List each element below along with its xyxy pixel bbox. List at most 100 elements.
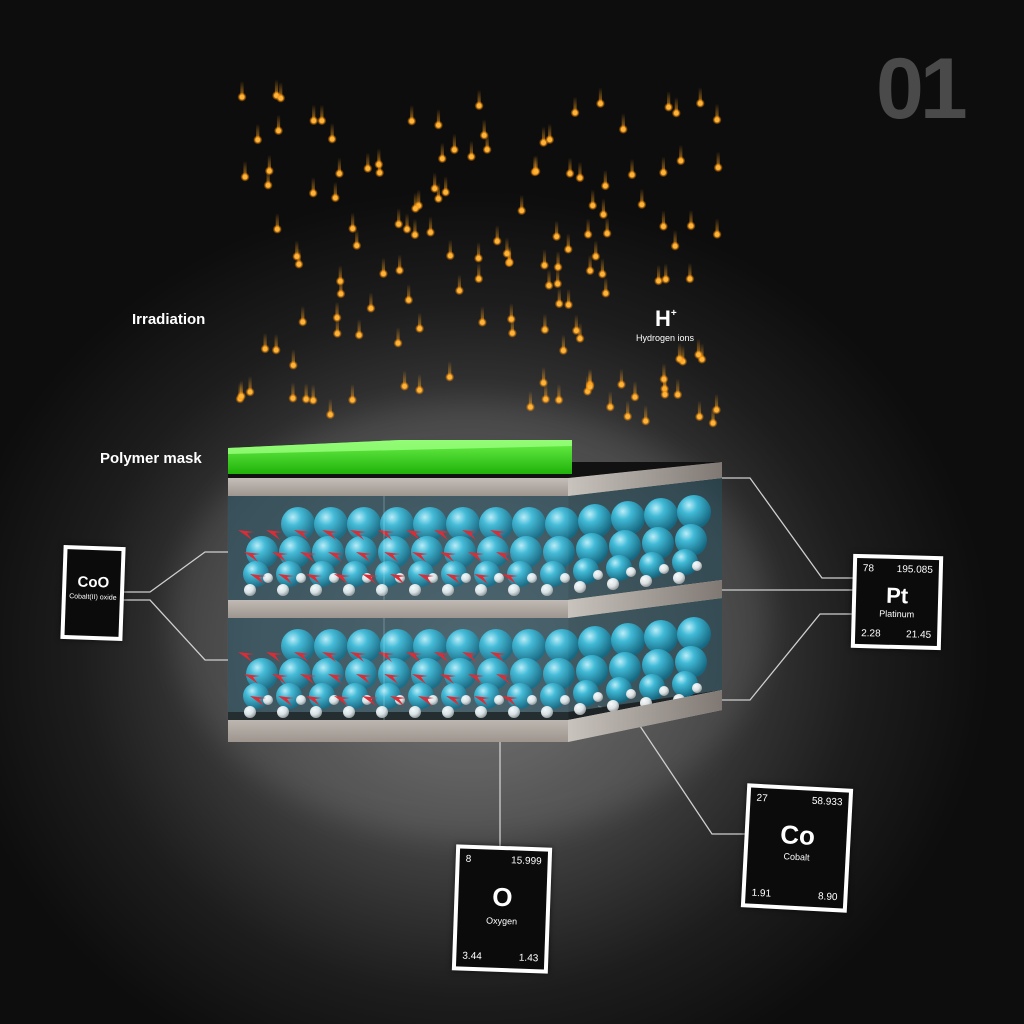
hydrogen-ion (676, 144, 686, 166)
hydrogen-ion (378, 257, 389, 279)
cobalt-atom (276, 561, 302, 587)
oxygen-atom (593, 570, 603, 580)
oxygen-atomic-mass: 15.999 (510, 855, 542, 868)
hydrogen-ion (437, 142, 447, 164)
oxygen-atom (659, 564, 669, 574)
hydrogen-ion (366, 292, 376, 313)
oxygen-atom (560, 573, 570, 583)
magnetic-moment-arrow (406, 652, 422, 662)
hydrogen-ion (671, 97, 681, 118)
oxygen-atom (692, 561, 702, 571)
magnetic-moment-arrow (244, 552, 260, 562)
hydrogen-ion (415, 312, 425, 334)
layered-block (227, 440, 722, 742)
hydrogen-symbol: H+ (655, 306, 677, 332)
magnetic-moment-arrow (328, 674, 344, 684)
magnetic-moment-arrow (468, 674, 484, 684)
hydrogen-ion (363, 152, 373, 174)
cobalt-atom (378, 658, 410, 690)
cobalt-atomic-mass: 58.933 (811, 795, 843, 809)
magnetic-moment-arrow (250, 696, 266, 706)
hydrogen-ion-cloud (235, 79, 723, 428)
oxygen-atom (461, 695, 471, 705)
platinum-atomic-mass: 195.085 (896, 563, 933, 576)
hydrogen-ion (410, 218, 420, 240)
hydrogen-ion (245, 376, 255, 397)
leader-line-coo-upper (120, 551, 228, 593)
magnetic-moment-arrow (502, 574, 518, 584)
oxygen-element-tile: 8 15.999 O Oxygen 3.44 1.43 (451, 844, 553, 974)
oxygen-atom (574, 703, 586, 715)
hydrogen-ion (551, 220, 562, 242)
hydrogen-ion (449, 133, 460, 155)
hydrogen-ion (253, 123, 263, 145)
oxygen-atom (640, 575, 652, 587)
magnetic-moment-arrow (362, 696, 378, 706)
hydrogen-ion (641, 405, 651, 426)
cobalt-atom (573, 680, 599, 706)
hydrogen-ion (695, 87, 705, 108)
cobalt-atom (611, 623, 645, 657)
hydrogen-ion (585, 370, 595, 392)
hydrogen-ion (583, 218, 593, 240)
magnetic-moment-arrow (300, 552, 316, 562)
cobalt-atom (672, 671, 698, 697)
cobalt-atom (474, 561, 500, 587)
bottom-plate-side (568, 690, 722, 742)
hydrogen-ion (330, 181, 340, 203)
magnetic-moment-arrow (418, 696, 434, 706)
magnetic-moment-arrow (446, 574, 462, 584)
oxygen-atom (527, 573, 537, 583)
hydrogen-ion (477, 306, 487, 327)
oxygen-atom (560, 695, 570, 705)
hydrogen-ion (670, 230, 680, 251)
oxygen-atom (263, 573, 273, 583)
hydrogen-ion (414, 374, 425, 395)
hydrogen-ion (433, 182, 444, 204)
hydrogen-ion (301, 383, 311, 404)
cobalt-atom (375, 561, 401, 587)
hydrogen-ion (273, 114, 284, 136)
hydrogen-ion (713, 151, 723, 173)
cobalt-atom (540, 683, 566, 709)
magnetic-moment-arrow (350, 652, 366, 662)
upper-glass-front (227, 495, 569, 601)
hydrogen-ion (591, 240, 601, 262)
cobalt-atom (411, 536, 443, 568)
magnetic-moment-arrow (384, 674, 400, 684)
magnetic-moment-arrow (272, 674, 288, 684)
magnetic-moment-arrow (238, 530, 254, 540)
oxygen-name: Oxygen (485, 915, 518, 927)
oxygen-atom (692, 683, 702, 693)
oxygen-atom (508, 584, 520, 596)
cobalt-atom (474, 683, 500, 709)
cobalt-electronegativity: 1.91 (751, 887, 772, 900)
magnetic-moment-arrow (474, 574, 490, 584)
cobalt-oxide-formula: CoO (77, 573, 110, 592)
hydrogen-ion (332, 301, 342, 323)
hydrogen-ion (347, 383, 358, 405)
cobalt-atom (477, 658, 509, 690)
magnetic-moment-arrow (384, 552, 400, 562)
magnetic-moment-arrow (446, 696, 462, 706)
top-plate-side (568, 462, 722, 496)
magnetic-moment-arrow (294, 652, 310, 662)
hydrogen-ion (545, 123, 555, 145)
magnetic-moment-arrow (250, 574, 266, 584)
hydrogen-ion (375, 156, 385, 178)
oxygen-atom (541, 584, 553, 596)
cobalt-symbol: Co (779, 819, 816, 851)
oxygen-atom (607, 700, 619, 712)
hydrogen-ion (445, 361, 455, 382)
hydrogen-ion (525, 391, 536, 412)
platinum-density: 21.45 (905, 629, 932, 641)
step-number: 01 (876, 41, 968, 137)
hydrogen-ion (712, 218, 722, 240)
cobalt-oxide-name: Cobalt(II) oxide (69, 593, 117, 602)
hydrogen-ion (479, 119, 489, 140)
oxygen-atom (626, 567, 636, 577)
oxygen-atom (263, 695, 273, 705)
cobalt-atom (378, 536, 410, 568)
cobalt-element-tile: 27 58.933 Co Cobalt 1.91 8.90 (740, 783, 854, 913)
middle-plate-side (568, 580, 722, 618)
